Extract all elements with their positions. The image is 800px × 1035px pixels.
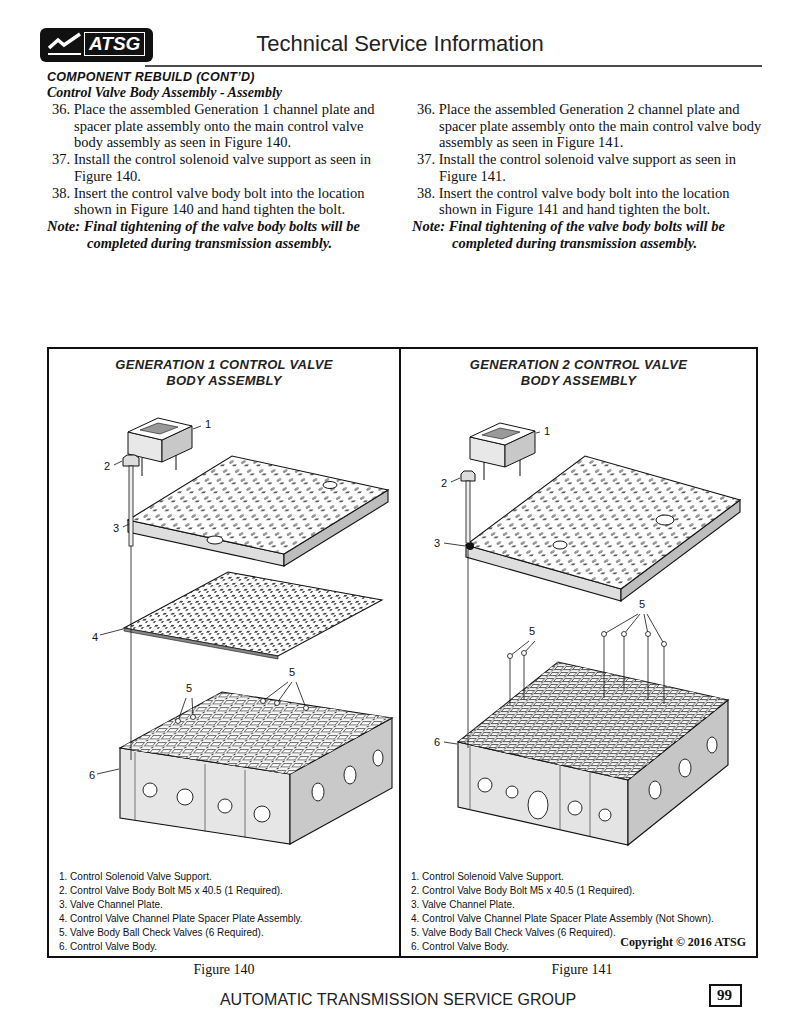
procedure-step: 38. Insert the control valve body bolt i… — [417, 185, 762, 218]
footer-text: AUTOMATIC TRANSMISSION SERVICE GROUP — [220, 991, 576, 1009]
parts-list-item: 1. Control Solenoid Valve Support. — [411, 870, 714, 884]
label-wrap: 3 — [434, 537, 440, 549]
parts-list-item: 2. Control Valve Body Bolt M5 x 40.5 (1 … — [59, 884, 303, 898]
label-wrap: 2 — [441, 477, 447, 489]
callout-number: 6 — [434, 736, 440, 748]
label-wrap: AUTOMATIC TRANSMISSION SERVICE GROUP — [220, 991, 576, 1009]
label-wrap: Control Valve Body Assembly - Assembly — [47, 85, 282, 101]
callout-number: 5 — [186, 682, 192, 694]
callout-number: 1 — [205, 418, 211, 430]
procedure-step: 38. Insert the control valve body bolt i… — [52, 185, 392, 218]
callout-number: 5 — [529, 625, 535, 637]
callout-number: 5 — [639, 598, 645, 610]
parts-list: 1. Control Solenoid Valve Support.2. Con… — [59, 870, 303, 954]
page-number: 99 — [711, 987, 738, 1003]
label-wrap: 1 — [544, 425, 550, 437]
text-column: 36. Place the assembled Generation 1 cha… — [47, 101, 392, 251]
logo-badge: ATSG — [40, 28, 153, 62]
parts-list-item: 4. Control Valve Channel Plate Spacer Pl… — [411, 912, 714, 926]
callout-number: 3 — [113, 522, 119, 534]
procedure-note: Note: Final tightening of the valve body… — [47, 218, 392, 251]
text-column: 36. Place the assembled Generation 2 cha… — [412, 101, 762, 251]
section-heading: COMPONENT REBUILD (CONT’D) — [47, 70, 255, 84]
callout-number: 6 — [89, 769, 95, 781]
label-wrap: 5 — [186, 682, 192, 694]
procedure-step: 36. Place the assembled Generation 1 cha… — [52, 101, 392, 151]
label-wrap: 1 — [205, 418, 211, 430]
parts-list-item: 2. Control Valve Body Bolt M5 x 40.5 (1 … — [411, 884, 714, 898]
panel-heading: GENERATION 1 CONTROL VALVE BODY ASSEMBLY — [114, 357, 334, 389]
callout-number: 1 — [544, 425, 550, 437]
callout-number: 2 — [104, 460, 110, 472]
logo-icon — [45, 30, 85, 60]
label-wrap: 5 — [529, 625, 535, 637]
procedure-step: 36. Place the assembled Generation 2 cha… — [417, 101, 762, 151]
callout-number: 2 — [441, 477, 447, 489]
figure-panel: GENERATION 2 CONTROL VALVE BODY ASSEMBLY… — [399, 347, 758, 958]
panel-heading: GENERATION 2 CONTROL VALVE BODY ASSEMBLY — [469, 357, 689, 389]
label-wrap: 5 — [639, 598, 645, 610]
label-wrap: Figure 141 — [551, 962, 612, 978]
copyright-wrap: Copyright © 2016 ATSG — [620, 935, 746, 950]
label-wrap: 4 — [92, 631, 98, 643]
parts-list-item: 6. Control Valve Body. — [59, 940, 303, 954]
parts-list-item: 4. Control Valve Channel Plate Spacer Pl… — [59, 912, 303, 926]
callout-number: 4 — [92, 631, 98, 643]
logo-text: ATSG — [84, 32, 145, 56]
parts-list-item: 1. Control Solenoid Valve Support. — [59, 870, 303, 884]
callout-number: 3 — [434, 537, 440, 549]
label-wrap: 2 — [104, 460, 110, 472]
page-title: Technical Service Information — [140, 31, 660, 57]
page-number-box: 99 — [709, 984, 742, 1007]
procedure-step: 37. Install the control solenoid valve s… — [52, 151, 392, 184]
label-wrap: COMPONENT REBUILD (CONT’D) — [47, 70, 255, 84]
callout-number: 5 — [289, 666, 295, 678]
copyright-notice: Copyright © 2016 ATSG — [620, 935, 746, 950]
label-wrap: 3 — [113, 522, 119, 534]
parts-list-item: 5. Valve Body Ball Check Valves (6 Requi… — [59, 926, 303, 940]
parts-list-item: 3. Valve Channel Plate. — [411, 898, 714, 912]
label-wrap: 6 — [434, 736, 440, 748]
label-wrap: Figure 140 — [193, 962, 254, 978]
procedure-step: 37. Install the control solenoid valve s… — [417, 151, 762, 184]
parts-list-item: 3. Valve Channel Plate. — [59, 898, 303, 912]
figure-panel: GENERATION 1 CONTROL VALVE BODY ASSEMBLY… — [47, 347, 401, 958]
label-wrap: 5 — [289, 666, 295, 678]
title-wrap: Technical Service Information — [140, 31, 660, 57]
figure-caption: Figure 140 — [193, 962, 254, 978]
label-wrap: 6 — [89, 769, 95, 781]
figure-caption: Figure 141 — [551, 962, 612, 978]
subsection-heading: Control Valve Body Assembly - Assembly — [47, 85, 282, 101]
procedure-note: Note: Final tightening of the valve body… — [412, 218, 762, 251]
